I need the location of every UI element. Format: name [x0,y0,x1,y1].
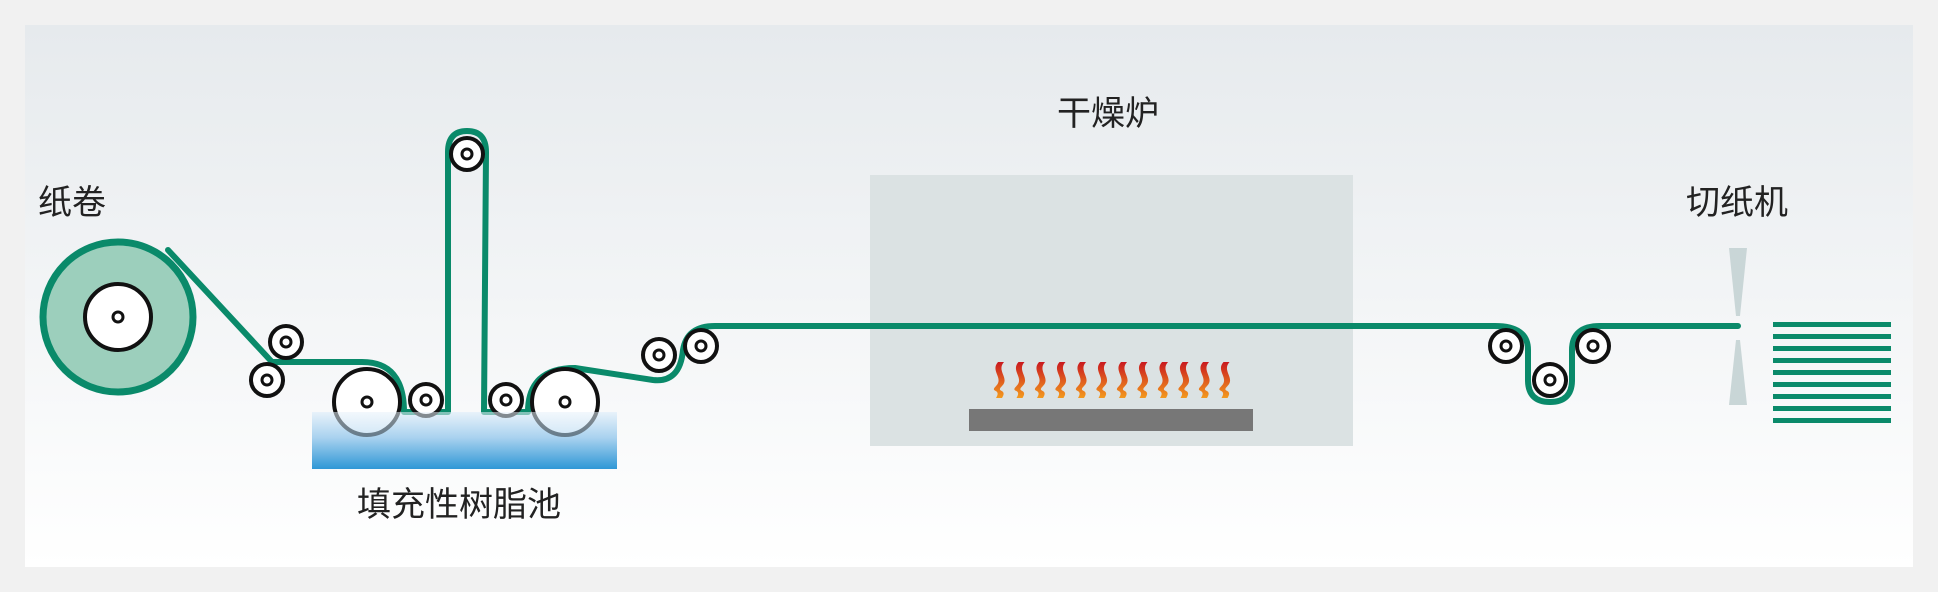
guide-roller [249,362,285,398]
cut-sheet [1773,418,1891,423]
cut-sheet [1773,322,1891,327]
paper-cutter [1729,248,1747,405]
flame [1116,362,1128,398]
resin-liquid [312,412,617,469]
cut-sheet [1773,334,1891,339]
guide-roller [268,324,304,360]
paper-web [165,128,1741,415]
flame [1157,362,1169,398]
cut-sheet [1773,406,1891,411]
flame [1014,362,1026,398]
paper-roll [39,238,197,396]
guide-roller [1575,328,1611,364]
guide-rollers [249,136,1611,418]
flame [1075,362,1087,398]
flame [1096,362,1108,398]
guide-roller [449,136,485,172]
cut-sheet [1773,358,1891,363]
guide-roller [1532,362,1568,398]
flame [993,362,1005,398]
heater-flames [993,362,1231,398]
flame [1034,362,1046,398]
cut-sheet [1773,382,1891,387]
paper-cutter-label: 切纸机 [1686,183,1788,223]
cut-sheet [1773,346,1891,351]
drying-oven-label: 干燥炉 [1057,94,1159,134]
paper-roll-label: 纸卷 [38,183,106,223]
guide-roller [408,382,444,418]
flame [1137,362,1149,398]
guide-roller [488,382,524,418]
heater-plate [969,409,1253,431]
flame [1219,362,1231,398]
flame [1055,362,1067,398]
resin-tank-label: 填充性树脂池 [357,485,561,525]
cut-sheet-stack [1773,322,1891,423]
guide-roller [683,328,719,364]
drying-oven-box [870,175,1353,446]
guide-roller [1488,328,1524,364]
flame [1198,362,1210,398]
cutter-blade-top [1729,248,1747,316]
cutter-blade-bottom [1729,340,1747,405]
flame [1178,362,1190,398]
cut-sheet [1773,394,1891,399]
cut-sheet [1773,370,1891,375]
guide-roller [641,337,677,373]
